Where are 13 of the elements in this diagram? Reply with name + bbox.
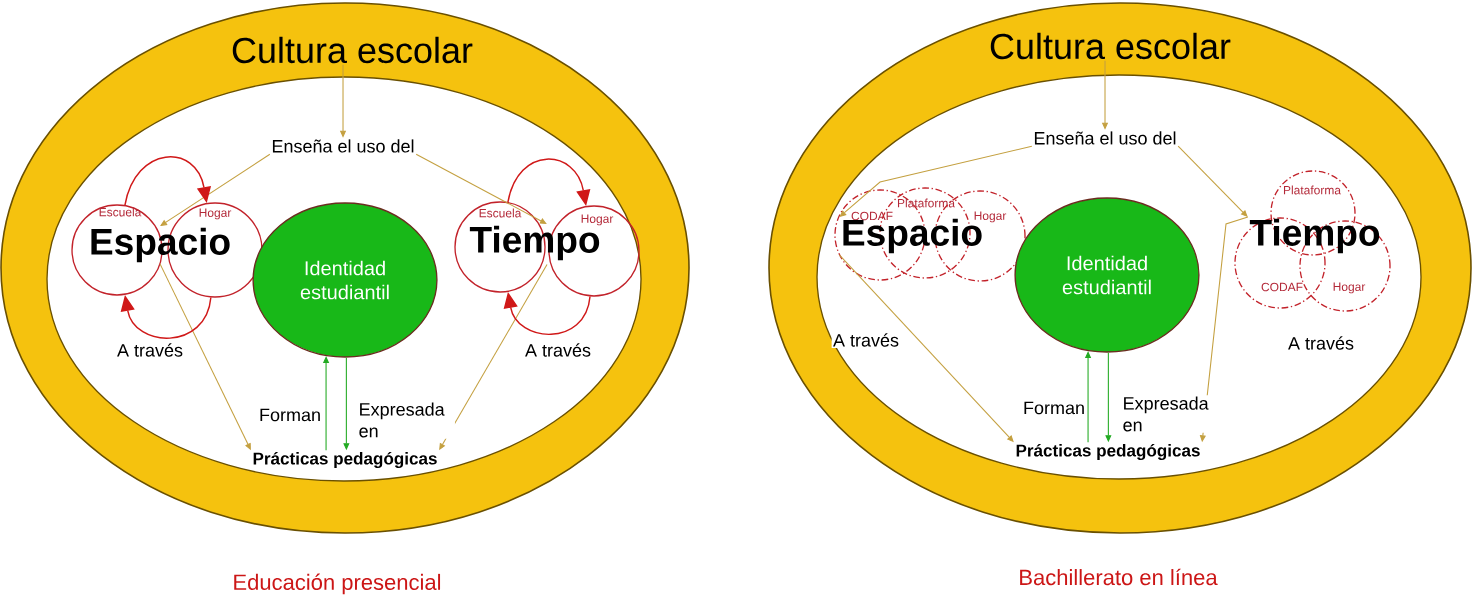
edge-label: Expresada en [357,401,455,439]
concept-label: Prácticas pedagógicas [1016,443,1200,461]
concept-label: Prácticas pedagógicas [253,451,437,469]
enseña-label: Enseña el uso del [272,139,414,153]
edge-label: Expresada en [1121,395,1219,433]
enseña-label: Enseña el uso del [1034,131,1176,145]
node-label: Educación presencial [234,573,441,595]
edge-label: Forman [1021,400,1087,416]
heading: Cultura escolar [232,36,473,64]
heading: Cultura escolar [990,32,1231,60]
arrow [124,156,212,206]
node-label: Bachillerato en línea [1020,568,1218,586]
edge-label: Forman [257,407,323,423]
